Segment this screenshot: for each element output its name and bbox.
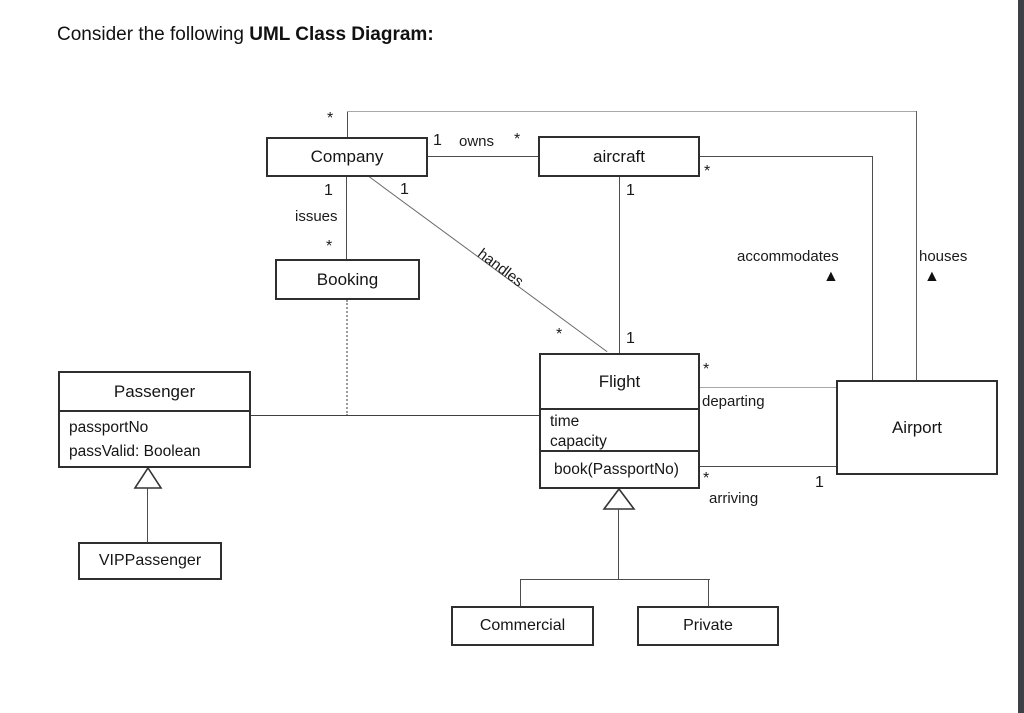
attribute: capacity (550, 433, 607, 450)
page-title-prefix: Consider the following (57, 24, 250, 45)
page-title: Consider the following UML Class Diagram… (57, 24, 434, 46)
arriving-label: arriving (709, 490, 759, 507)
class-commercial: Commercial (451, 606, 594, 646)
issues-mult-company: 1 (324, 182, 333, 199)
issues-line (346, 177, 347, 259)
class-airport-name: Airport (891, 417, 943, 437)
handles-mult-company: 1 (400, 181, 409, 198)
class-vippassenger-name: VIPPassenger (98, 552, 202, 569)
vippassenger-inherit-line (147, 488, 148, 542)
houses-label: houses (919, 248, 968, 265)
accommodates-direction-icon: ▲ (823, 268, 839, 285)
arriving-line (700, 466, 836, 467)
class-aircraft-name: aircraft (593, 146, 645, 166)
flight-inherit-stem (618, 509, 619, 580)
class-private-name: Private (683, 617, 733, 634)
owns-label: owns (459, 133, 495, 150)
departing-line (700, 387, 836, 388)
class-vippassenger: VIPPassenger (78, 542, 222, 580)
owns-mult-aircraft: * (514, 131, 521, 148)
class-passenger-attributes: passportNo passValid: Boolean (60, 410, 249, 466)
commercial-inherit-drop (520, 579, 521, 606)
houses-mult-company: * (327, 110, 334, 127)
private-inherit-drop (708, 579, 709, 606)
page-title-bold: UML Class Diagram (249, 24, 428, 45)
class-passenger-name: Passenger (113, 381, 196, 401)
class-company: Company (266, 137, 428, 177)
handles-mult-flight: * (556, 326, 563, 343)
attribute: passValid: Boolean (69, 443, 201, 460)
departing-label: departing (702, 393, 765, 410)
class-flight-name: Flight (598, 371, 641, 391)
owns-mult-company: 1 (433, 132, 442, 149)
attribute: time (550, 413, 580, 430)
arriving-mult-airport: 1 (815, 474, 824, 491)
issues-label: issues (295, 208, 338, 225)
issues-mult-booking: * (326, 238, 333, 255)
aircraft-flight-line (619, 177, 620, 353)
inheritance-arrow-flight-icon (602, 487, 636, 510)
class-company-name: Company (310, 147, 384, 166)
class-private: Private (637, 606, 779, 646)
houses-line-company-up (347, 112, 348, 137)
arriving-mult-flight: * (703, 470, 710, 487)
booking-association-dashed-line (346, 300, 348, 416)
accommodates-line-down (872, 156, 873, 380)
accommodates-mult-aircraft: * (704, 163, 711, 180)
class-commercial-name: Commercial (479, 617, 566, 634)
departing-mult-flight: * (703, 361, 710, 378)
aircraft-flight-mult-flight: 1 (626, 330, 635, 347)
owns-line (428, 156, 538, 157)
page-title-suffix: : (427, 24, 434, 45)
inheritance-arrow-passenger-icon (133, 466, 163, 489)
handles-label: handles (474, 245, 527, 291)
passenger-flight-line (251, 415, 539, 416)
accommodates-label: accommodates (737, 248, 839, 265)
class-airport: Airport (836, 380, 998, 475)
class-aircraft: aircraft (538, 136, 700, 177)
method: book(PassportNo) (554, 461, 679, 478)
class-flight-methods: book(PassportNo) (541, 450, 698, 487)
houses-line-down-to-airport (916, 111, 917, 380)
window-edge-strip (1018, 0, 1024, 713)
class-booking-name: Booking (316, 269, 379, 289)
class-flight-attributes: time capacity (541, 408, 698, 450)
class-booking: Booking (275, 259, 420, 300)
flight-inherit-crossbar (520, 579, 710, 580)
houses-line-top (347, 111, 917, 112)
attribute: passportNo (69, 419, 149, 436)
class-flight: Flight time capacity book(PassportNo) (539, 353, 700, 489)
houses-direction-icon: ▲ (924, 268, 940, 285)
accommodates-line-right (700, 156, 873, 157)
class-passenger: Passenger passportNo passValid: Boolean (58, 371, 251, 468)
aircraft-flight-mult-aircraft: 1 (626, 182, 635, 199)
